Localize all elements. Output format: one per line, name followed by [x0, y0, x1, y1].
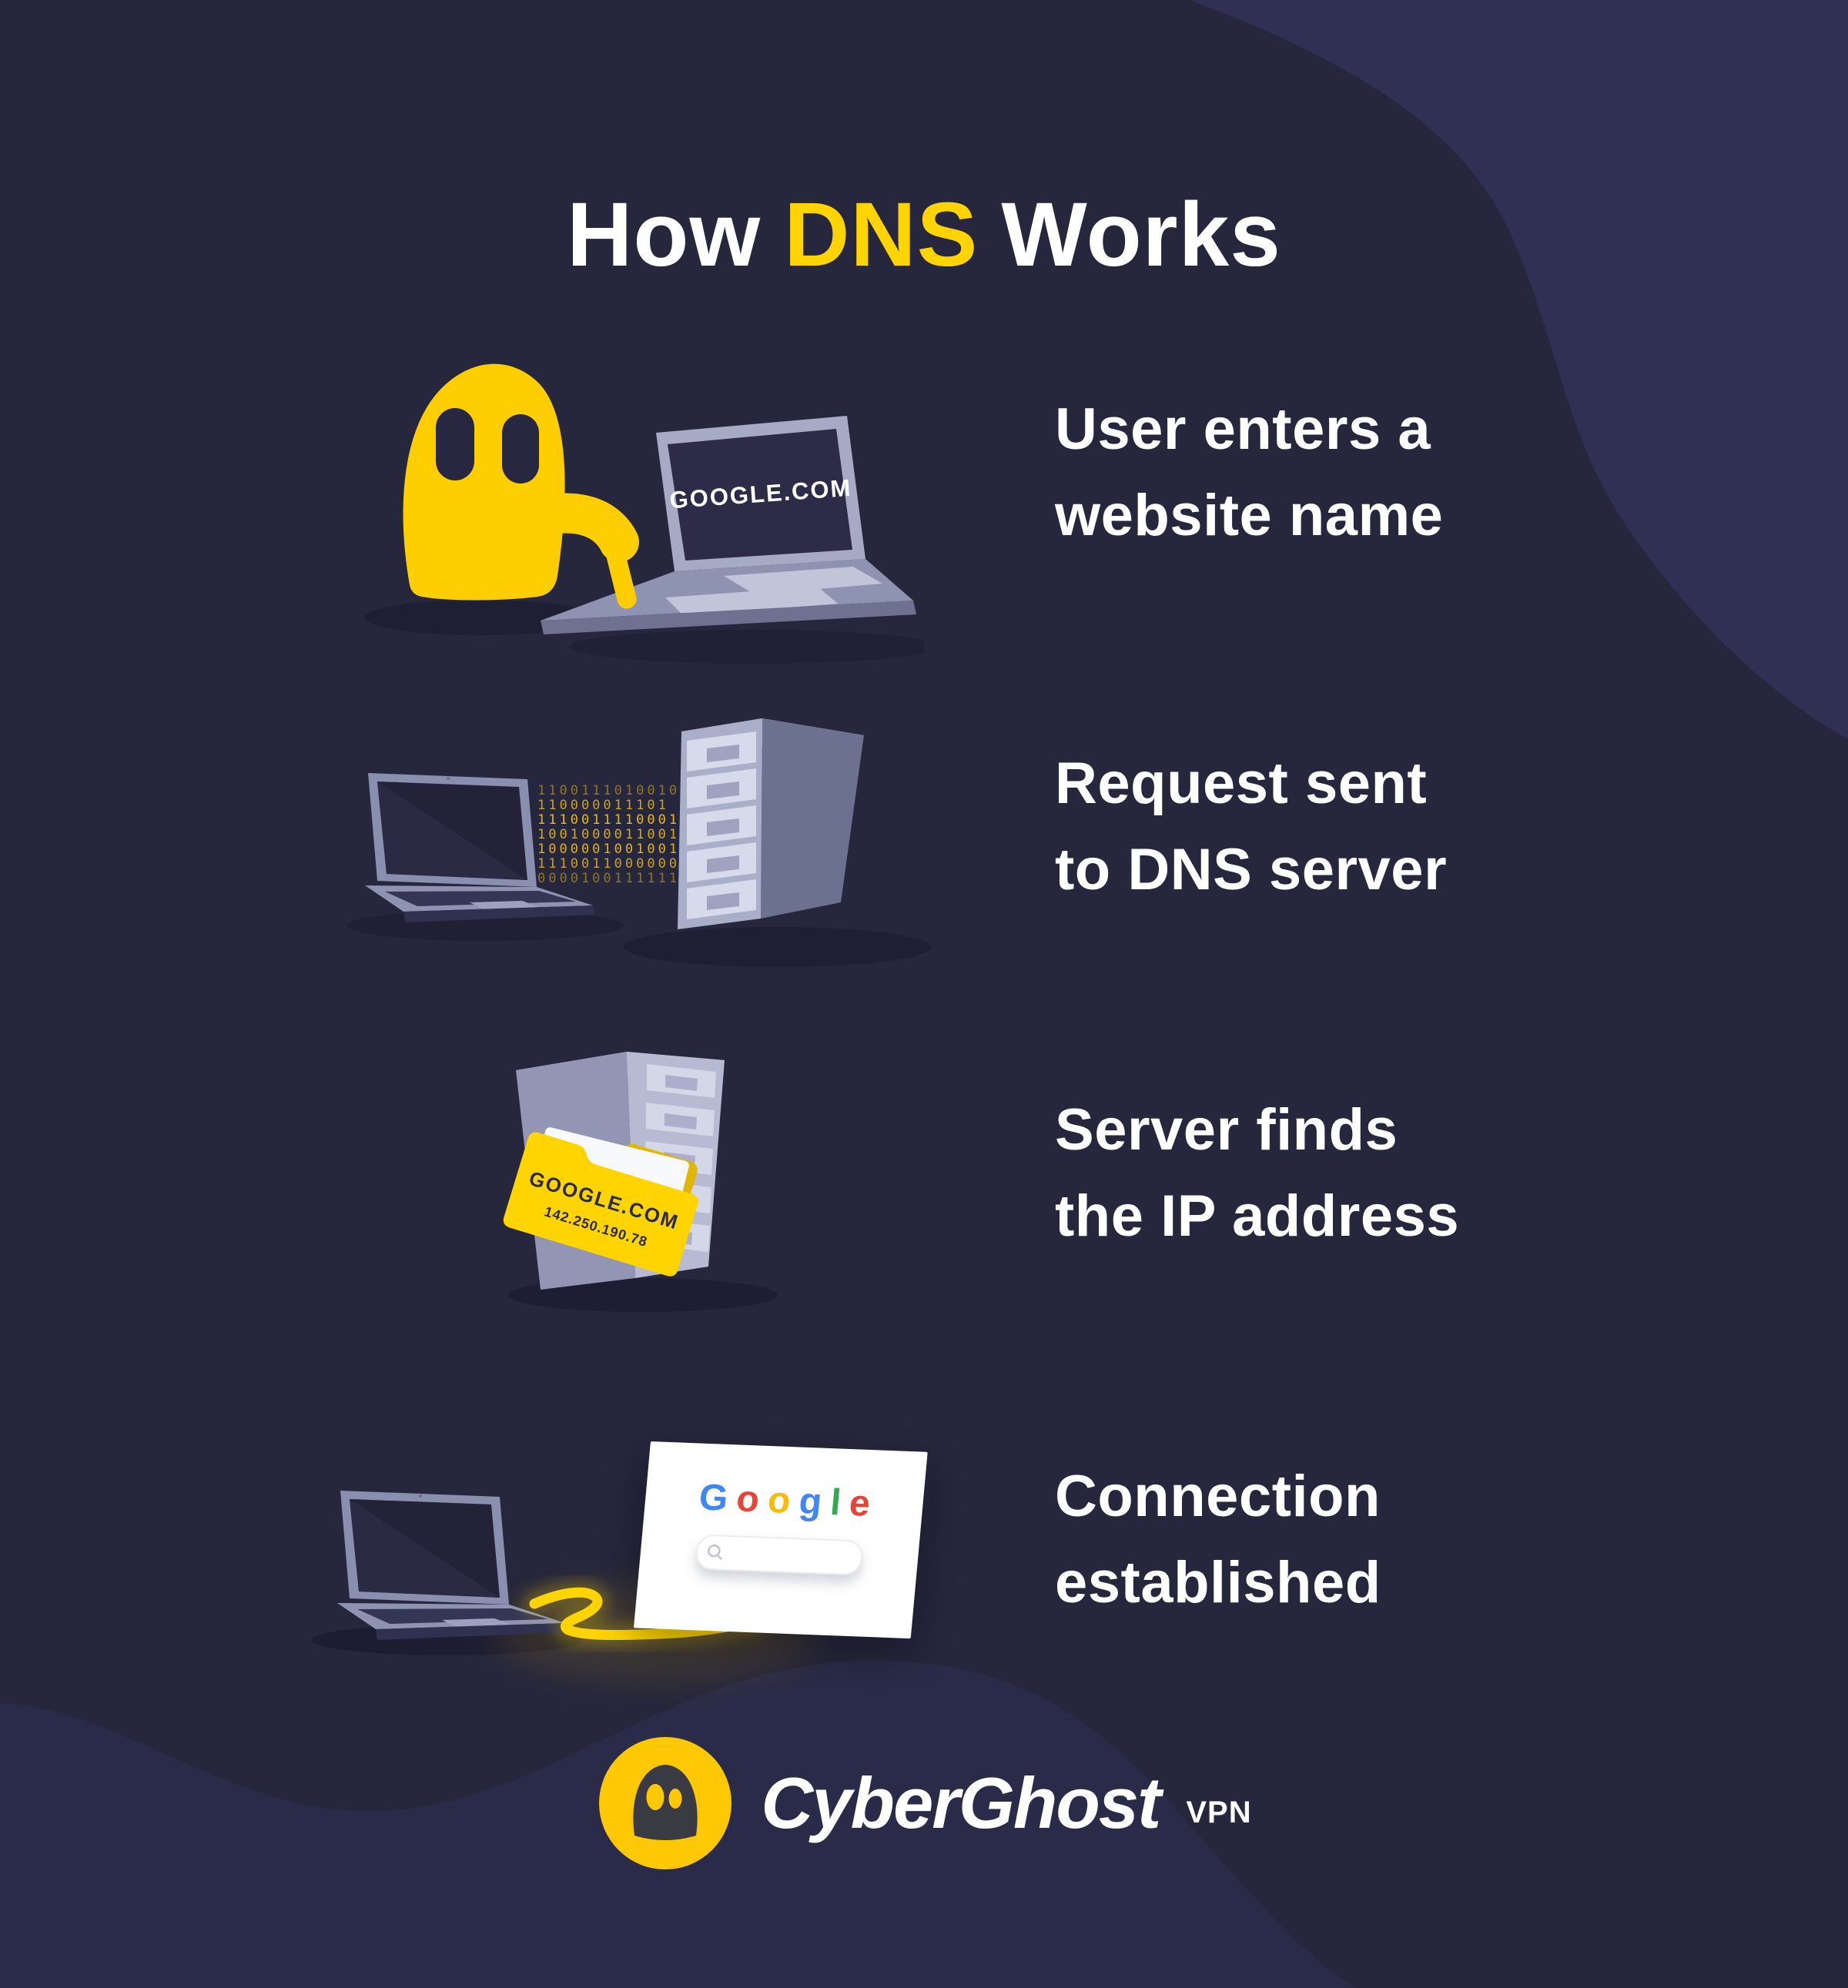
- step-row-2: 1100111010010 110000011101 1110011110001…: [331, 693, 1848, 1001]
- folder-front: [503, 1132, 698, 1277]
- google-letter: o: [735, 1478, 760, 1520]
- ghost-logo-hood: [633, 1765, 698, 1840]
- folder-icon: GOOGLE.COM 142.250.190.78: [503, 1127, 698, 1277]
- binary-row: 1000001001001: [537, 842, 680, 857]
- google-letter: e: [848, 1483, 871, 1524]
- google-page: G o o g l e: [633, 1441, 928, 1639]
- laptop-front-edge: [541, 601, 916, 634]
- step-row-1: GOOGLE.COM User enters a website name: [339, 331, 1848, 685]
- connection-cable: [529, 1587, 760, 1641]
- step3-illustration: GOOGLE.COM 142.250.190.78: [503, 1052, 778, 1312]
- laptop-touchpad-panel: [665, 587, 838, 616]
- ghost-eye-right: [502, 414, 539, 484]
- server-drawer-slot: [707, 745, 739, 762]
- ghost-body: [403, 363, 565, 601]
- step3-line2: the IP address: [1055, 1183, 1460, 1249]
- google-logo: G o o g l e: [698, 1478, 871, 1524]
- brand-name: CyberGhost: [761, 1762, 1161, 1843]
- ghost-mascot-icon: [403, 363, 639, 609]
- step4-line2: established: [1055, 1550, 1381, 1615]
- laptop-keyboard-panel: [724, 567, 882, 594]
- binary-stream: 1100111010010 110000011101 1110011110001…: [537, 783, 680, 886]
- step4-line1: Connection: [1055, 1464, 1381, 1529]
- binary-row: 110000011101: [537, 798, 669, 813]
- server-shadow: [624, 927, 932, 967]
- search-magnifier-icon: [708, 1545, 722, 1560]
- google-letter: o: [766, 1480, 792, 1521]
- server-drawer-slot: [707, 818, 739, 836]
- ghost-finger: [604, 540, 637, 609]
- title-suffix: Works: [1001, 184, 1281, 286]
- server-drawer-slot: [665, 1113, 697, 1130]
- page-title: How DNS Works: [0, 182, 1848, 287]
- server-side: [761, 718, 864, 919]
- step3-caption: Server finds the IP address: [1055, 1087, 1459, 1260]
- step2-line2: to DNS server: [1055, 837, 1448, 902]
- step1-line1: User enters a: [1055, 397, 1431, 462]
- step1-illustration: GOOGLE.COM: [364, 363, 939, 664]
- step4-caption: Connection established: [1055, 1454, 1381, 1626]
- laptop-icon: GOOGLE.COM: [541, 416, 916, 634]
- title-prefix: How: [567, 184, 762, 286]
- step-row-3: GOOGLE.COM 142.250.190.78 Server finds t…: [462, 1024, 1848, 1347]
- ghost-arm: [515, 493, 639, 562]
- brand-ghost-icon: [599, 1737, 732, 1869]
- step3-line1: Server finds: [1055, 1097, 1398, 1163]
- server-drawer-slot: [707, 781, 739, 799]
- server-drawer-slot: [707, 892, 739, 910]
- step2-illustration: 1100111010010 110000011101 1110011110001…: [346, 718, 932, 967]
- wave-top-right-shape: [1190, 0, 1848, 739]
- ghost-shadow: [364, 600, 598, 635]
- step2-line1: Request sent: [1055, 751, 1428, 816]
- binary-row: 1110011110001: [537, 812, 680, 828]
- laptop-shadow: [570, 630, 939, 664]
- laptop-icon: [337, 1491, 567, 1640]
- step1-line2: website name: [1055, 483, 1444, 548]
- step2-caption: Request sent to DNS server: [1055, 741, 1447, 913]
- step1-caption: User enters a website name: [1055, 387, 1443, 559]
- binary-row: 1001000011001: [537, 827, 680, 842]
- step-row-4: G o o g l e Connection established: [308, 1401, 1848, 1725]
- server-drawers: [687, 731, 756, 919]
- server-shadow: [508, 1278, 778, 1312]
- title-highlight: DNS: [784, 184, 979, 286]
- search-bar: [695, 1534, 865, 1576]
- google-letter: l: [829, 1482, 842, 1523]
- svg-text:G o o: G o o g l e: [698, 1478, 871, 1524]
- server-drawer-slot: [665, 1075, 698, 1091]
- google-letter: g: [798, 1481, 823, 1523]
- dns-server-icon: [678, 718, 864, 929]
- ghost-logo-eye-right: [668, 1789, 682, 1809]
- binary-row: 0000100111111: [537, 871, 680, 886]
- binary-row: 1100111010010: [537, 783, 680, 798]
- laptop-screen: [668, 429, 852, 561]
- brand-logo: CyberGhost VPN: [0, 1734, 1848, 1873]
- ghost-logo-eye-left: [646, 1784, 665, 1810]
- binary-row: 1110011000000: [537, 856, 680, 872]
- google-letter: G: [698, 1478, 729, 1519]
- ghost-eye-left: [436, 408, 474, 480]
- brand-vpn: VPN: [1186, 1795, 1252, 1829]
- server-drawer-slot: [707, 855, 739, 873]
